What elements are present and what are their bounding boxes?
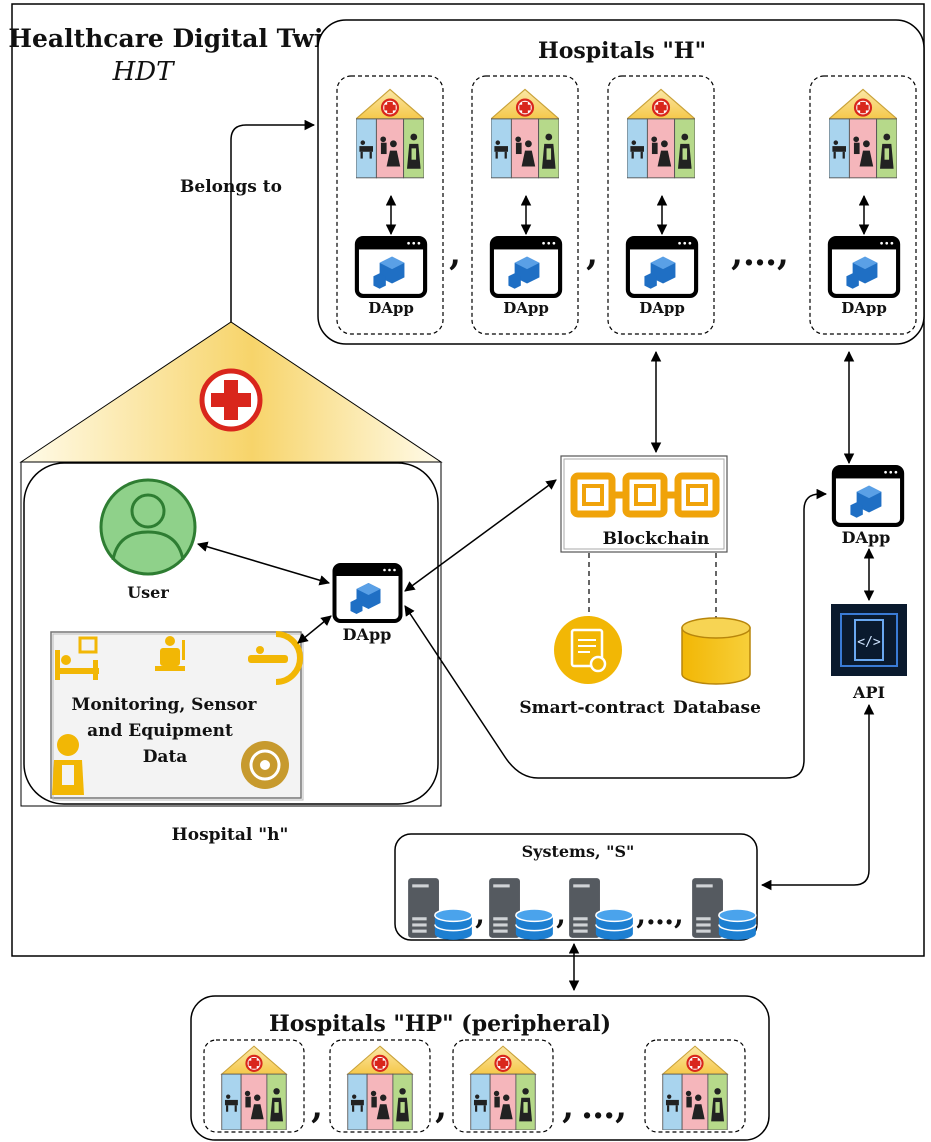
local-dapp-icon — [335, 565, 401, 621]
diagram-subtitle: HDT — [112, 57, 176, 87]
database-label: Database — [673, 698, 761, 718]
data-box-line-3: Data — [143, 747, 188, 767]
hospitals-hp-title: Hospitals "HP" (peripheral) — [269, 1011, 611, 1037]
hdt-frame — [11, 3, 925, 957]
hospitals-h-box — [317, 19, 925, 345]
hospital-h-card-2: DApp — [471, 75, 579, 335]
hospital-h-card-1: DApp — [336, 75, 444, 335]
dapp-icon — [492, 238, 560, 296]
bed-monitor-icon — [55, 636, 99, 680]
smart-contract-icon — [554, 616, 622, 684]
hospital-h-card-4: DApp — [809, 75, 917, 335]
separator: , — [562, 1087, 574, 1127]
api-icon: </> — [831, 604, 907, 676]
separator: , — [475, 898, 485, 931]
separator: , — [449, 234, 461, 274]
separator: ,…, — [731, 234, 789, 274]
separator: , — [586, 234, 598, 274]
nurse-icon — [155, 636, 185, 671]
diagram-title: Healthcare Digital Twin — [8, 24, 341, 53]
dapp-label: DApp — [503, 299, 549, 317]
sensor-icon — [241, 741, 289, 789]
user-icon — [99, 478, 197, 576]
xray-person-icon — [52, 734, 84, 795]
blockchain-label: Blockchain — [603, 529, 710, 549]
user-label: User — [127, 583, 169, 602]
separator: ,…, — [636, 898, 684, 931]
dapp-icon — [830, 238, 898, 296]
separator: , — [311, 1087, 323, 1127]
systems-title: Systems, "S" — [522, 842, 635, 861]
hospitals-h-title: Hospitals "H" — [538, 38, 706, 64]
dapp-label: DApp — [639, 299, 685, 317]
dapp-label: DApp — [841, 299, 887, 317]
database-icon — [681, 617, 751, 685]
hospital-hp-card-3 — [452, 1039, 554, 1133]
hospital-h-card-3: DApp — [607, 75, 715, 335]
dapp-icon — [628, 238, 696, 296]
belongs-to-label: Belongs to — [180, 177, 282, 197]
separator: , — [556, 898, 566, 931]
monitoring-data-box: Monitoring, Sensor and Equipment Data — [50, 631, 304, 801]
dapp-icon — [357, 238, 425, 296]
hospital-hp-card-2 — [329, 1039, 431, 1133]
right-dapp-label: DApp — [842, 528, 891, 547]
data-box-line-1: Monitoring, Sensor — [72, 695, 258, 715]
separator: …, — [581, 1087, 627, 1127]
data-box-line-2: and Equipment — [87, 721, 233, 741]
right-dapp-icon — [834, 467, 902, 525]
svg-text:</>: </> — [857, 635, 881, 650]
smart-contract-label: Smart-contract — [519, 698, 664, 718]
dapp-label: DApp — [368, 299, 414, 317]
hospital-hp-card-1 — [203, 1039, 305, 1133]
scanner-icon — [248, 631, 303, 685]
blockchain-box: Blockchain — [560, 455, 728, 553]
separator: , — [435, 1087, 447, 1127]
big-cross-icon — [199, 368, 263, 432]
local-dapp-label: DApp — [343, 625, 392, 644]
api-label: API — [852, 683, 885, 702]
hospital-h-label: Hospital "h" — [172, 825, 289, 845]
hospital-hp-card-4 — [644, 1039, 746, 1133]
